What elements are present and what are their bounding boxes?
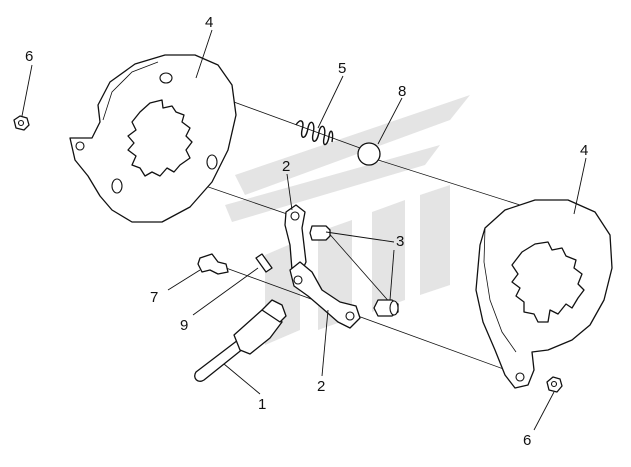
left-brake-disc xyxy=(69,54,237,223)
disc-hole xyxy=(159,72,173,84)
ball xyxy=(357,142,381,166)
disc-hole xyxy=(75,141,85,151)
pin-lower xyxy=(373,299,399,317)
callout-4-right: 4 xyxy=(580,142,588,159)
callout-8: 8 xyxy=(398,83,406,100)
callout-6-left: 6 xyxy=(25,48,33,65)
callout-3: 3 xyxy=(396,233,404,250)
spring xyxy=(295,120,334,146)
callout-2-upper: 2 xyxy=(282,158,290,175)
callout-4-left: 4 xyxy=(205,14,213,31)
disc-hole xyxy=(111,178,123,194)
callout-2-lower: 2 xyxy=(317,378,325,395)
nut-left xyxy=(13,115,30,131)
bolt xyxy=(197,253,229,275)
callout-7: 7 xyxy=(150,289,158,306)
lower-lever xyxy=(289,261,361,329)
shaft-with-fork xyxy=(194,299,287,382)
disc-hole xyxy=(515,372,525,382)
nut-right xyxy=(546,376,563,393)
split-pin xyxy=(255,253,273,273)
callout-9: 9 xyxy=(180,317,188,334)
callout-5: 5 xyxy=(338,60,346,77)
disc-hole xyxy=(206,154,218,170)
pin-upper xyxy=(309,225,331,241)
callout-6-right: 6 xyxy=(523,432,531,449)
leader-lines xyxy=(21,29,587,431)
right-brake-disc xyxy=(475,199,613,389)
callout-1: 1 xyxy=(258,396,266,413)
